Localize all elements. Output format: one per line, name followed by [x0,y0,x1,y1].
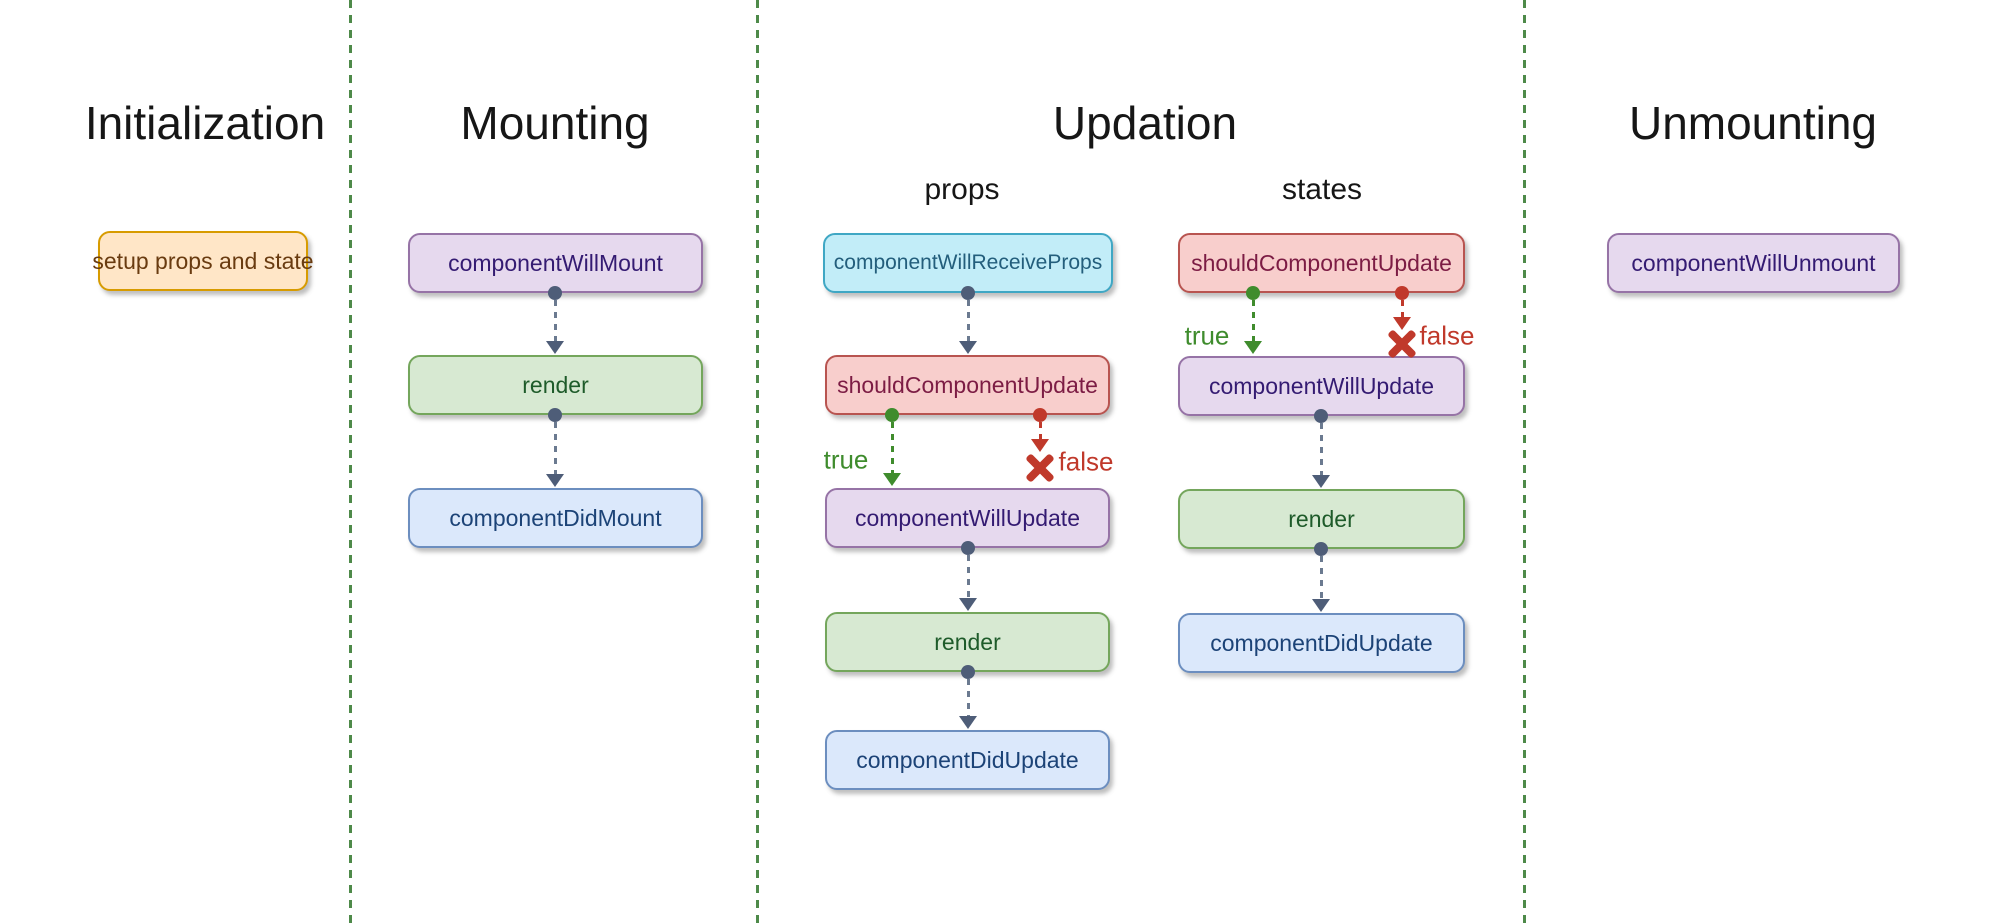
connector-dot [1395,286,1409,300]
connector-dashed-line [890,422,894,475]
connector-dot [961,541,975,555]
node-label: componentDidUpdate [1210,629,1433,656]
node-label: setup props and state [92,247,314,274]
connector-dot [961,665,975,679]
node-label: componentWillUpdate [1208,372,1434,399]
column-divider [1523,0,1526,924]
arrowhead-icon [959,716,977,729]
connector-dot [1033,408,1047,422]
connector-dot [1246,286,1260,300]
arrowhead-icon [1393,317,1411,330]
connector-dot [548,286,562,300]
node-label: componentWillUpdate [854,504,1080,531]
connector-dot [885,408,899,422]
connector-dot [548,408,562,422]
branch-label-true: true [823,444,869,475]
connector-dashed-line [1319,423,1323,477]
subcolumn-label-props: props [924,173,1000,206]
arrowhead-icon [1031,439,1049,452]
arrowhead-icon [546,341,564,354]
node-render-mounting: render [408,355,703,415]
connector-dashed-line [553,300,557,343]
node-label: componentWillMount [448,249,663,276]
node-label: shouldComponentUpdate [1191,249,1452,276]
node-label: render [522,371,589,398]
branch-label-false: false [1419,320,1475,351]
connector-dashed-line [1400,300,1404,319]
node-label: componentWillUnmount [1631,249,1876,276]
node-label: componentDidUpdate [856,746,1079,773]
section-title-updation: Updation [1052,97,1238,149]
node-setup-props-and-state: setup props and state [92,231,314,291]
connector-dashed-line [1038,422,1042,441]
node-render-props: render [825,612,1110,672]
connector-dashed-line [553,422,557,476]
connector-dot [1314,409,1328,423]
node-component-will-unmount: componentWillUnmount [1607,233,1900,293]
connector-dashed-line [1319,556,1323,601]
node-component-will-receive-props: componentWillReceiveProps [823,233,1113,293]
node-component-did-mount: componentDidMount [408,488,703,548]
section-title-unmounting: Unmounting [1628,97,1878,149]
connector-dashed-line [966,679,970,718]
column-divider [349,0,352,924]
node-component-did-update-states: componentDidUpdate [1178,613,1465,673]
node-component-did-update-props: componentDidUpdate [825,730,1110,790]
subcolumn-label-states: states [1281,173,1363,206]
node-label: componentDidMount [449,504,662,531]
node-component-will-mount: componentWillMount [408,233,703,293]
arrowhead-icon [1244,341,1262,354]
node-label: shouldComponentUpdate [837,371,1098,398]
node-should-component-update-props: shouldComponentUpdate [825,355,1110,415]
connector-dashed-line [966,555,970,600]
node-component-will-update-props: componentWillUpdate [825,488,1110,548]
arrowhead-icon [959,341,977,354]
connector-dot [1314,542,1328,556]
node-should-component-update-states: shouldComponentUpdate [1178,233,1465,293]
node-label: render [934,628,1001,655]
section-title-mounting: Mounting [460,97,650,149]
arrowhead-icon [883,473,901,486]
node-label: render [1288,505,1355,532]
arrowhead-icon [1312,599,1330,612]
node-component-will-update-states: componentWillUpdate [1178,356,1465,416]
connector-dashed-line [1251,300,1255,343]
node-render-states: render [1178,489,1465,549]
connector-dot [961,286,975,300]
branch-label-false: false [1058,446,1114,477]
section-title-initialization: Initialization [84,97,326,149]
arrowhead-icon [1312,475,1330,488]
arrowhead-icon [959,598,977,611]
arrowhead-icon [546,474,564,487]
node-label: componentWillReceiveProps [833,251,1103,274]
column-divider [756,0,759,924]
connector-dashed-line [966,300,970,343]
branch-label-true: true [1184,320,1230,351]
